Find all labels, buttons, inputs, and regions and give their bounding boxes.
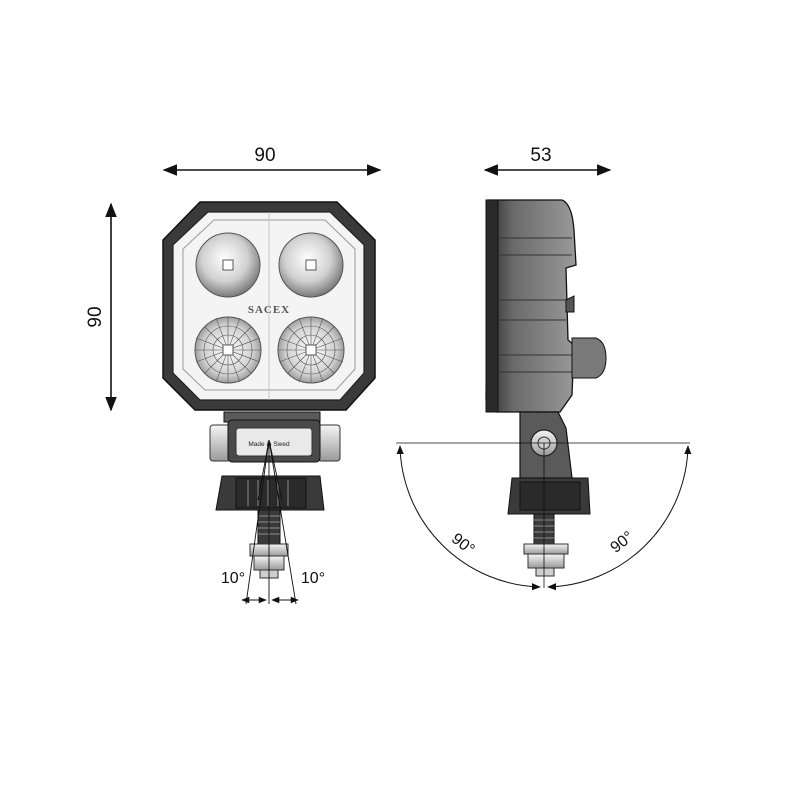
lens-top-right xyxy=(278,232,344,298)
mounting-bracket-side xyxy=(507,411,591,515)
mounting-bolt-side xyxy=(523,513,569,577)
front-height-dimension: 90 xyxy=(85,202,117,412)
tilt-right-label: 10° xyxy=(301,570,325,587)
side-depth-dimension: 53 xyxy=(483,145,612,176)
swing-right-label: 90° xyxy=(607,528,637,556)
led-chip-icon xyxy=(222,259,234,271)
reflector-bottom-left xyxy=(194,316,262,384)
led-chip-icon xyxy=(222,344,234,356)
swing-angle-indicator xyxy=(396,442,692,591)
cable-gland xyxy=(571,337,607,379)
tilt-left-label: 10° xyxy=(221,570,245,587)
front-view: 90 90 SACEX xyxy=(85,145,382,605)
front-height-label: 90 xyxy=(85,306,106,327)
side-depth-label: 53 xyxy=(530,145,551,166)
led-chip-icon xyxy=(305,344,317,356)
front-width-dimension: 90 xyxy=(162,145,382,176)
reflector-bottom-right xyxy=(277,316,345,384)
mounting-bracket-front: Made in Swed xyxy=(209,411,341,511)
front-width-label: 90 xyxy=(254,145,275,166)
led-chip-icon xyxy=(305,259,317,271)
lamp-housing-side xyxy=(485,199,607,413)
side-view: 53 xyxy=(396,145,692,591)
tilt-angle-indicator xyxy=(241,439,299,605)
brand-label: SACEX xyxy=(248,304,290,316)
lens-top-left xyxy=(195,232,261,298)
